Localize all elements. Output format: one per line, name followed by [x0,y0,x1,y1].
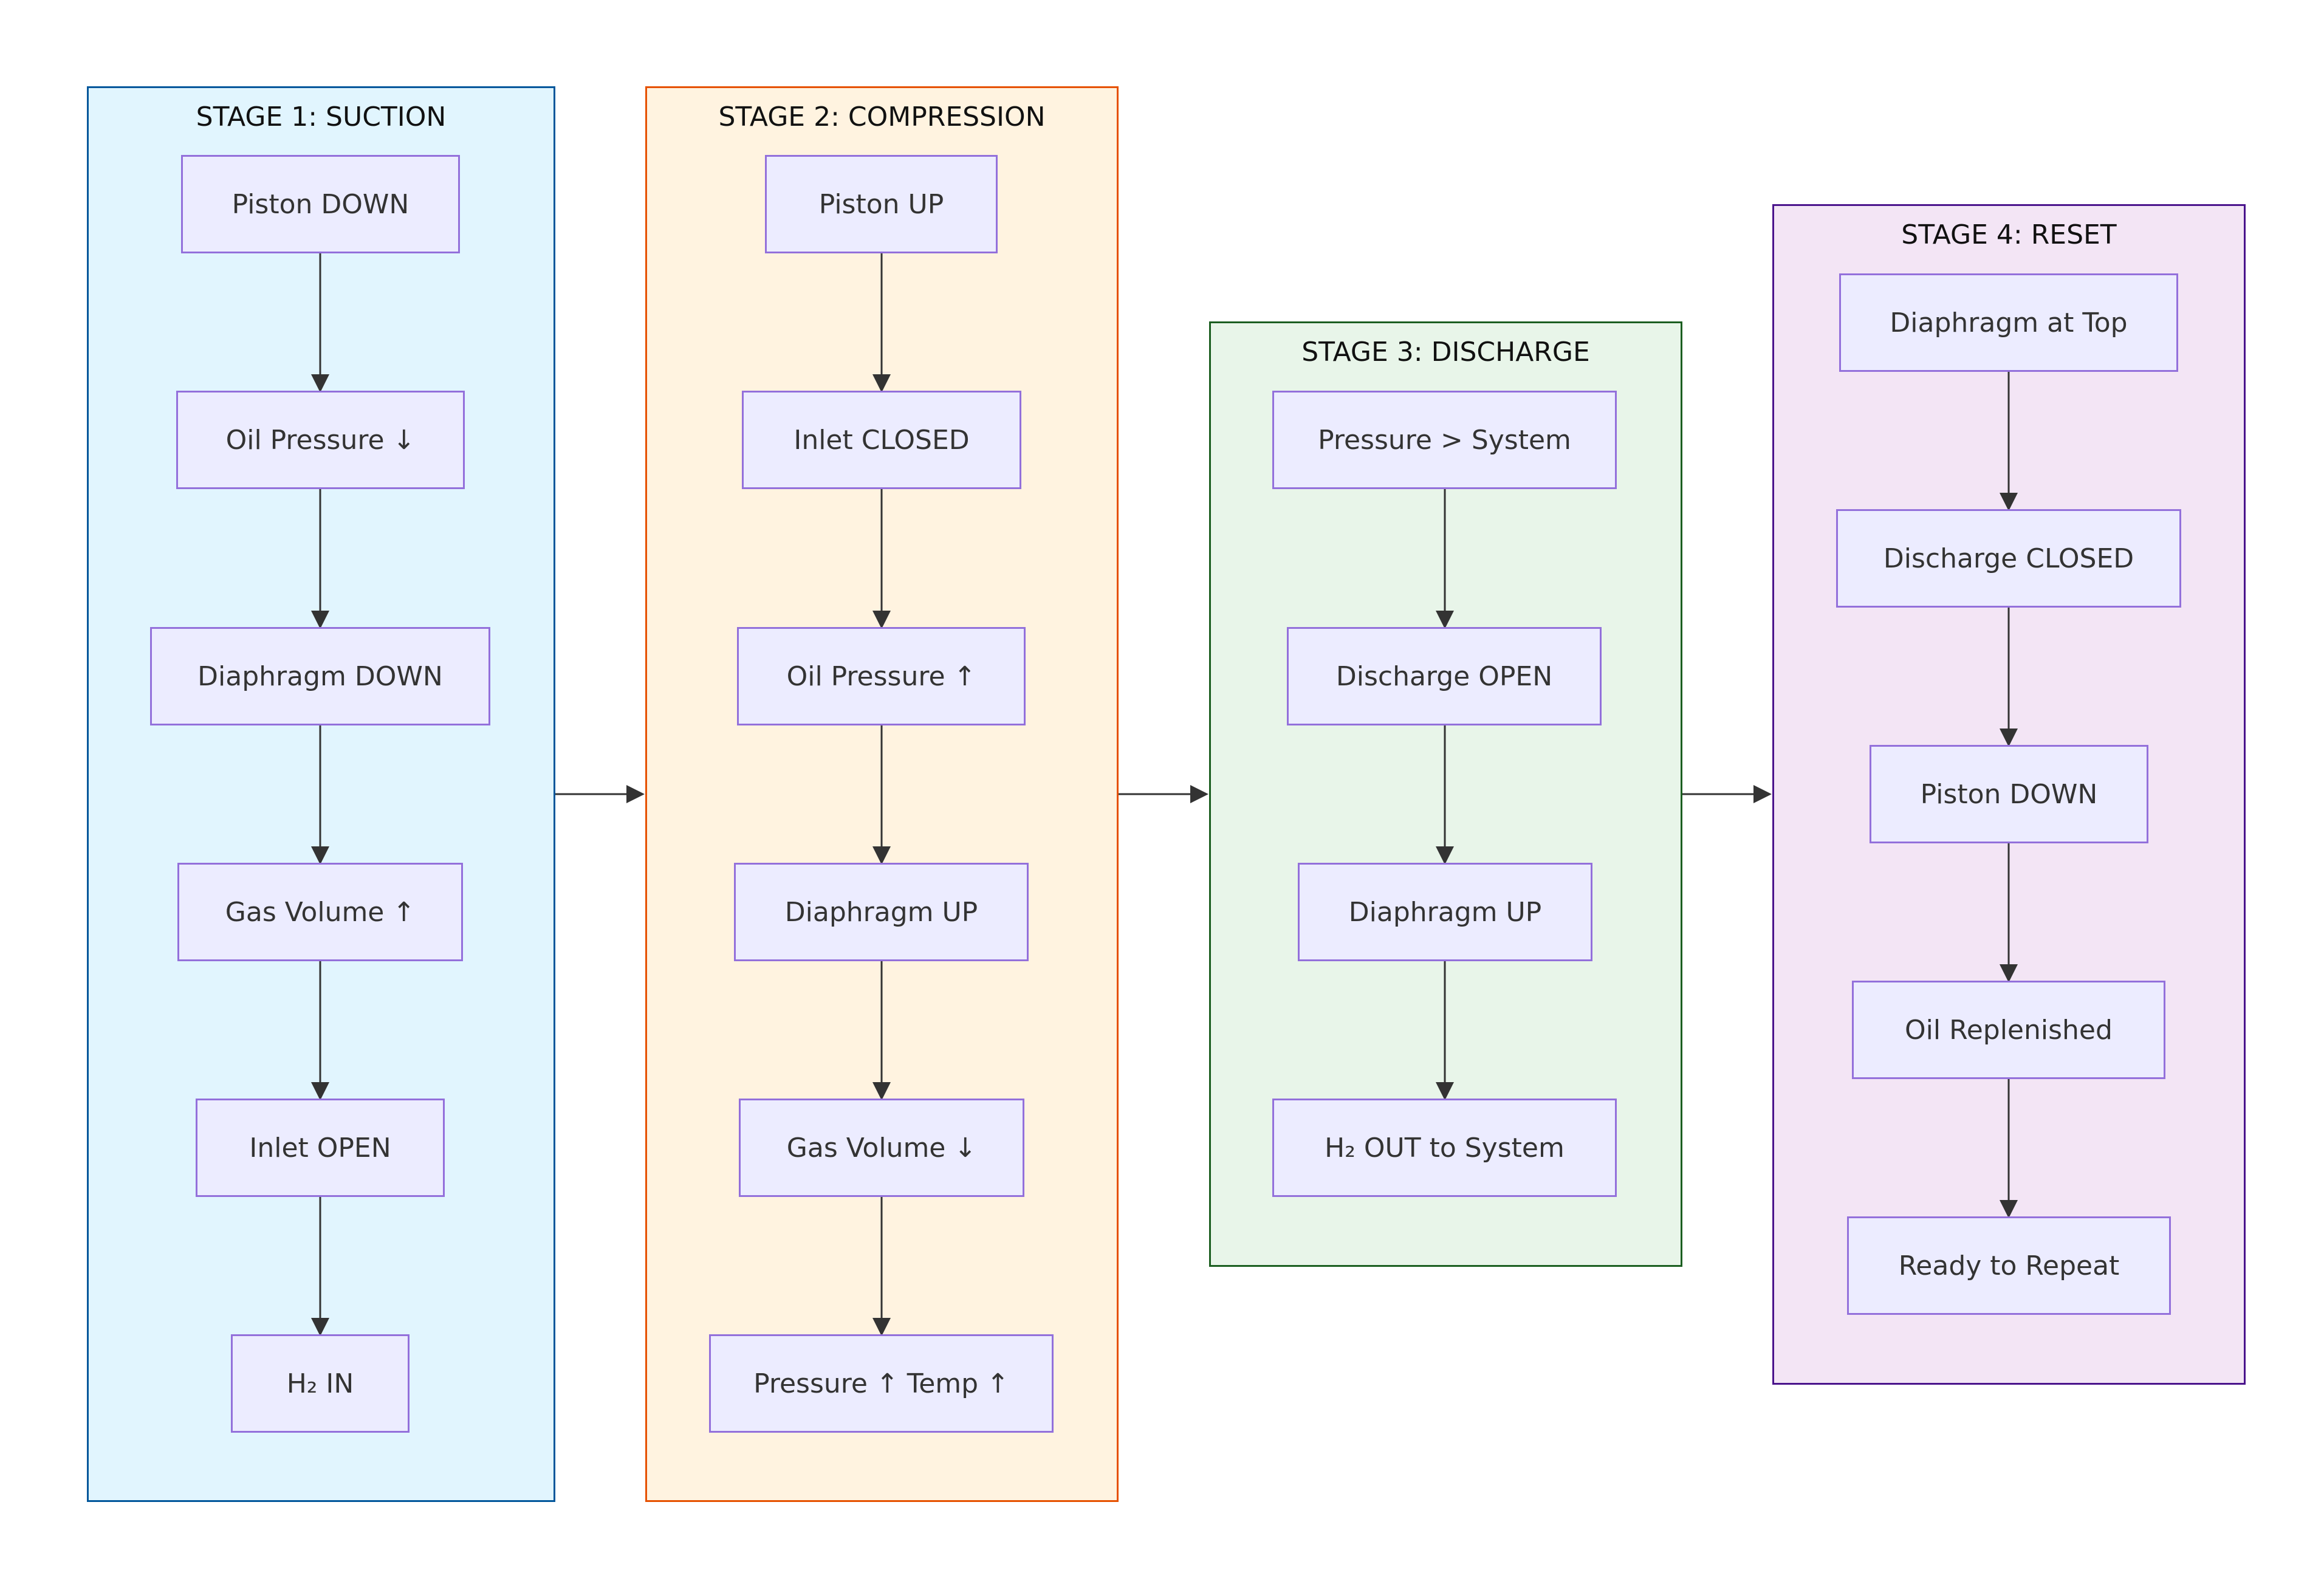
node-gas-volume-up: Gas Volume ↑ [177,863,463,961]
node-discharge-closed: Discharge CLOSED [1836,509,2181,608]
node-pressure-gt-system: Pressure > System [1272,391,1617,489]
node-discharge-open: Discharge OPEN [1287,627,1602,725]
node-inlet-closed: Inlet CLOSED [742,391,1021,489]
node-h2-in: H₂ IN [231,1334,410,1433]
node-piston-down: Piston DOWN [1870,745,2148,843]
stage-title: STAGE 2: COMPRESSION [718,101,1046,132]
node-oil-pressure-down: Oil Pressure ↓ [176,391,465,489]
node-diaphragm-at-top: Diaphragm at Top [1839,273,2178,372]
stage-title: STAGE 4: RESET [1901,219,2117,250]
node-oil-replenished: Oil Replenished [1852,981,2165,1079]
node-inlet-open: Inlet OPEN [196,1099,445,1197]
node-pressure-temp-up: Pressure ↑ Temp ↑ [709,1334,1054,1433]
stage-title: STAGE 1: SUCTION [196,101,447,132]
node-piston-up: Piston UP [765,155,998,253]
node-diaphragm-up: Diaphragm UP [734,863,1029,961]
stage-title: STAGE 3: DISCHARGE [1301,337,1590,368]
node-gas-volume-down: Gas Volume ↓ [739,1099,1024,1197]
node-ready-to-repeat: Ready to Repeat [1847,1216,2171,1315]
node-piston-down: Piston DOWN [181,155,460,253]
node-oil-pressure-up: Oil Pressure ↑ [737,627,1026,725]
node-diaphragm-up: Diaphragm UP [1298,863,1592,961]
node-h2-out-to-system: H₂ OUT to System [1272,1099,1617,1197]
node-diaphragm-down: Diaphragm DOWN [150,627,490,725]
